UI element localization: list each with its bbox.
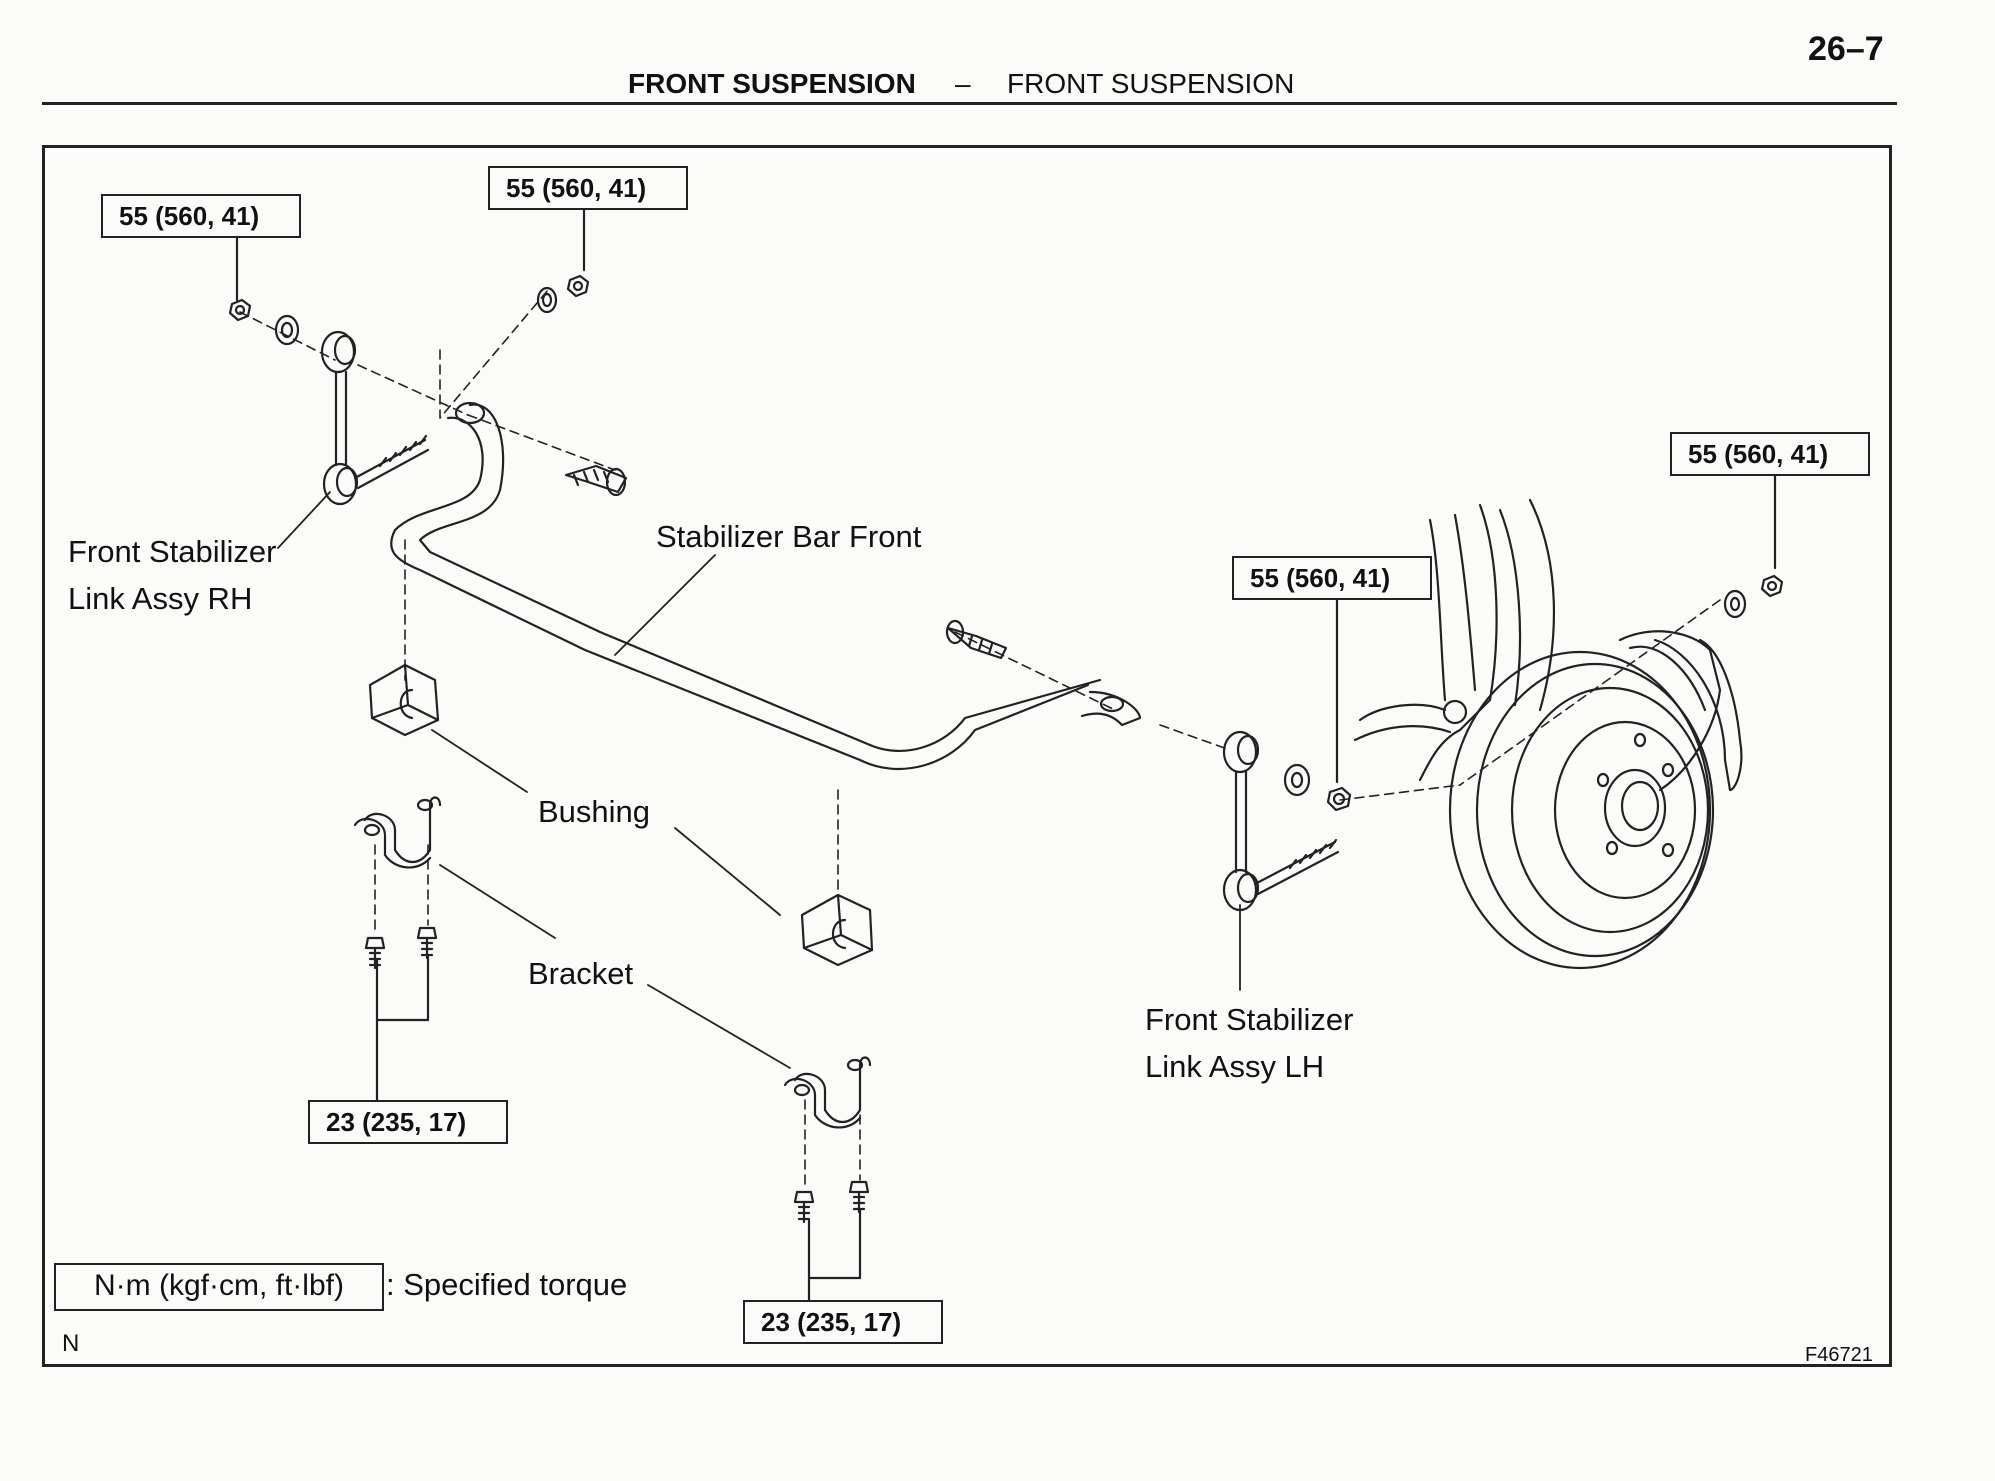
torque-callout-lh-bracket-bolts: 23 (235, 17) [743, 1300, 943, 1344]
page-number: 26–7 [1808, 30, 1884, 68]
label-link-assy-lh: Front Stabilizer Link Assy LH [1145, 996, 1353, 1090]
label-link-lh-line1: Front Stabilizer [1145, 1002, 1354, 1037]
bracket-icon [353, 796, 442, 869]
nut-icon [1760, 574, 1784, 598]
bolt-icon [364, 936, 386, 970]
torque-callout-lh-outer-nut: 55 (560, 41) [1670, 432, 1870, 476]
bolt-icon [416, 926, 438, 960]
nut-icon [566, 274, 590, 298]
torque-callout-rh-outer-nut: 55 (560, 41) [101, 194, 301, 238]
section-title: FRONT SUSPENSION [628, 68, 916, 99]
torque-callout-rh-inner-nut: 55 (560, 41) [488, 166, 688, 210]
stabilizer-bar-icon [390, 401, 1142, 770]
torque-units-legend: N·m (kgf·cm, ft·lbf) [54, 1263, 384, 1311]
washer-icon [536, 286, 558, 314]
bolt-icon [945, 619, 1008, 660]
label-stabilizer-bar: Stabilizer Bar Front [656, 519, 922, 554]
torque-legend-text: : Specified torque [386, 1267, 628, 1302]
washer-icon [274, 314, 300, 346]
label-link-lh-line2: Link Assy LH [1145, 1049, 1325, 1084]
subsection-title: FRONT SUSPENSION [1007, 68, 1295, 99]
label-link-rh-line1: Front Stabilizer [68, 534, 277, 569]
torque-callout-lh-inner-nut: 55 (560, 41) [1232, 556, 1432, 600]
steering-knuckle-icon [1353, 498, 1722, 792]
nut-icon [1326, 786, 1352, 812]
stabilizer-link-icon [320, 330, 430, 506]
assembly-dashed-lines [239, 289, 1721, 1191]
figure-code: F46721 [1805, 1344, 1873, 1366]
brake-disc-icon [1448, 638, 1743, 970]
part-leader-lines [277, 491, 1241, 1069]
nut-icon [228, 298, 252, 322]
bolt-icon [848, 1180, 870, 1214]
label-link-assy-rh: Front Stabilizer Link Assy RH [68, 528, 276, 622]
bracket-icon [783, 1056, 872, 1129]
label-bracket: Bracket [528, 956, 634, 991]
diagram-frame [42, 145, 1892, 1367]
torque-callout-rh-bracket-bolts: 23 (235, 17) [308, 1100, 508, 1144]
washer-icon [1723, 589, 1747, 619]
torque-leader-lines [235, 203, 1777, 1302]
bolt-icon [793, 1190, 815, 1224]
washer-icon [1283, 763, 1311, 797]
header-separator: – [955, 68, 971, 99]
header-rule [42, 102, 1897, 105]
label-link-rh-line2: Link Assy RH [68, 581, 253, 616]
bushing-icon [368, 663, 440, 737]
bushing-icon [800, 893, 874, 967]
label-bushing: Bushing [538, 794, 651, 829]
bolt-icon [564, 464, 628, 497]
corner-code: N [62, 1330, 80, 1357]
stabilizer-link-icon [1222, 730, 1340, 912]
